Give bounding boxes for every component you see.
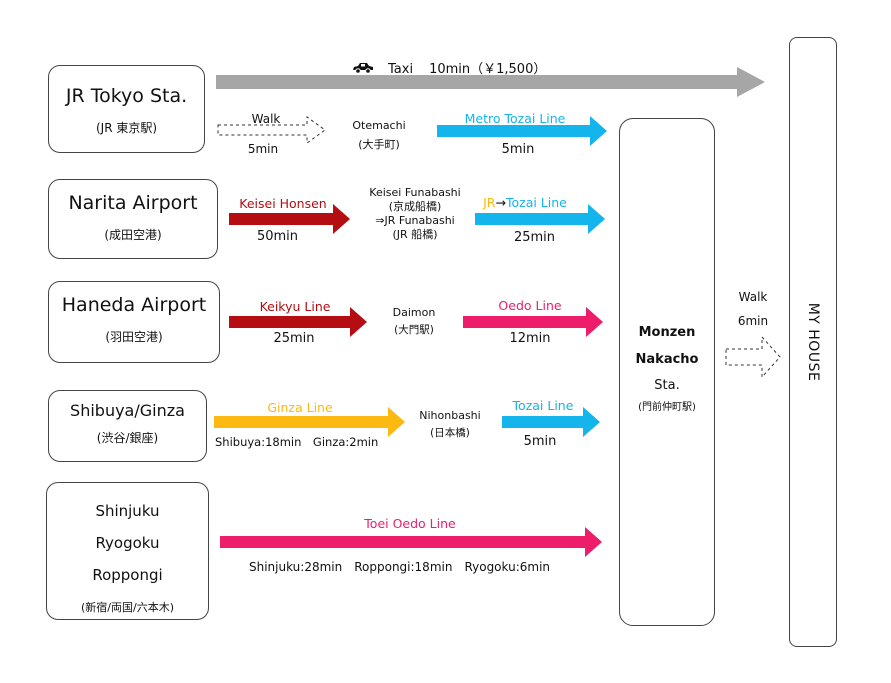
monzen-jp: (門前仲町駅) bbox=[638, 402, 696, 413]
haneda-oedo-arrow bbox=[463, 307, 603, 337]
haneda-transfer-en: Daimon bbox=[392, 306, 436, 319]
origin-tokyo-jp: (JR 東京駅) bbox=[95, 121, 158, 135]
my-house-label: MY HOUSE bbox=[805, 302, 821, 382]
origin-shibuya-jp: (渋谷/銀座) bbox=[96, 431, 159, 445]
final-walk-label: Walk bbox=[738, 290, 768, 304]
tokyo-walk-time: 5min bbox=[247, 142, 279, 156]
taxi-mode: Taxi bbox=[388, 62, 414, 77]
origin-haneda: Haneda Airport (羽田空港) bbox=[48, 281, 220, 363]
monzen-line-1: Monzen bbox=[638, 325, 696, 340]
origin-shibuya-name: Shibuya/Ginza bbox=[70, 401, 185, 420]
narita-transfer-2-jp: (JR 船橋) bbox=[392, 228, 438, 241]
haneda-line1-label: Keikyu Line bbox=[259, 299, 331, 314]
shinjuku-times: Shinjuku:28min Roppongi:18min Ryogoku:6m… bbox=[249, 560, 551, 574]
monzen-line-3: Sta. bbox=[654, 378, 680, 393]
haneda-keikyu-arrow bbox=[229, 307, 367, 337]
narita-line2-jr: JR bbox=[483, 195, 496, 210]
origin-narita-name: Narita Airport bbox=[68, 192, 198, 214]
narita-line2-label: JR→Tozai Line bbox=[470, 195, 580, 210]
tokyo-transfer-en: Otemachi bbox=[352, 119, 406, 132]
haneda-line2-time: 12min bbox=[509, 331, 551, 346]
tokyo-line-time: 5min bbox=[501, 142, 535, 157]
shibuya-transfer-jp: (日本橋) bbox=[430, 427, 470, 439]
origin-haneda-name: Haneda Airport bbox=[61, 294, 207, 316]
origin-tokyo: JR Tokyo Sta. (JR 東京駅) bbox=[48, 65, 205, 153]
origin-narita: Narita Airport (成田空港) bbox=[48, 179, 218, 259]
origin-shinjuku-name-2: Ryogoku bbox=[95, 534, 160, 552]
haneda-line2-label: Oedo Line bbox=[498, 298, 562, 313]
origin-shinjuku-name-1: Shinjuku bbox=[95, 502, 160, 520]
narita-line2-time: 25min bbox=[513, 230, 556, 245]
narita-transfer: Keisei Funabashi (京成船橋) ⇒JR Funabashi (J… bbox=[355, 186, 475, 242]
origin-shinjuku-jp: (新宿/両国/六本木) bbox=[81, 601, 174, 614]
shinjuku-oedo-arrow bbox=[220, 527, 602, 557]
tokyo-walk-label: Walk bbox=[251, 112, 281, 126]
narita-transfer-1: Keisei Funabashi bbox=[369, 186, 461, 199]
shibuya-tozai-arrow bbox=[502, 407, 600, 437]
narita-transfer-1-jp: (京成船橋) bbox=[388, 200, 442, 213]
shibuya-line2-time: 5min bbox=[523, 434, 557, 449]
final-walk-time: 6min bbox=[737, 314, 769, 328]
tokyo-walk-arrow bbox=[217, 116, 326, 144]
monzen-nakacho-station: Monzen Nakacho Sta. (門前仲町駅) bbox=[619, 118, 715, 626]
narita-line1-label: Keisei Honsen bbox=[239, 196, 327, 211]
tokyo-transfer-jp: (大手町) bbox=[358, 138, 400, 151]
monzen-line-2: Nakacho bbox=[635, 352, 699, 367]
shibuya-transfer-en: Nihonbashi bbox=[419, 409, 481, 422]
narita-line2-tozai: Tozai Line bbox=[505, 195, 567, 210]
taxi-arrow bbox=[216, 67, 765, 97]
narita-line2-arrow: → bbox=[495, 195, 506, 210]
narita-transfer-2: ⇒JR Funabashi bbox=[375, 214, 455, 227]
shinjuku-line-label: Toei Oedo Line bbox=[364, 516, 456, 531]
origin-shibuya: Shibuya/Ginza (渋谷/銀座) bbox=[48, 390, 207, 462]
shibuya-line1-label: Ginza Line bbox=[267, 400, 333, 415]
shibuya-line2-label: Tozai Line bbox=[512, 398, 574, 413]
taxi-detail: 10min（￥1,500） bbox=[429, 62, 547, 77]
narita-tozai-arrow bbox=[475, 204, 605, 234]
shibuya-ginza-arrow bbox=[214, 407, 405, 437]
haneda-transfer-jp: (大門駅) bbox=[394, 324, 434, 336]
origin-haneda-jp: (羽田空港) bbox=[105, 330, 163, 344]
final-walk-arrow bbox=[725, 335, 781, 379]
my-house-box: MY HOUSE bbox=[789, 37, 837, 647]
tokyo-tozai-arrow bbox=[437, 116, 607, 146]
origin-shinjuku: Shinjuku Ryogoku Roppongi (新宿/両国/六本木) bbox=[46, 482, 209, 620]
car-icon bbox=[352, 62, 374, 78]
haneda-line1-time: 25min bbox=[273, 331, 315, 346]
tokyo-line-label: Metro Tozai Line bbox=[464, 111, 566, 126]
origin-narita-jp: (成田空港) bbox=[104, 228, 162, 242]
narita-keisei-arrow bbox=[229, 204, 350, 234]
narita-line1-time: 50min bbox=[256, 229, 299, 244]
origin-shinjuku-name-3: Roppongi bbox=[92, 566, 163, 584]
shibuya-line1-times: Shibuya:18min Ginza:2min bbox=[215, 435, 379, 449]
origin-tokyo-name: JR Tokyo Sta. bbox=[65, 85, 188, 107]
taxi-label: Taxi 10min（￥1,500） bbox=[352, 58, 546, 78]
